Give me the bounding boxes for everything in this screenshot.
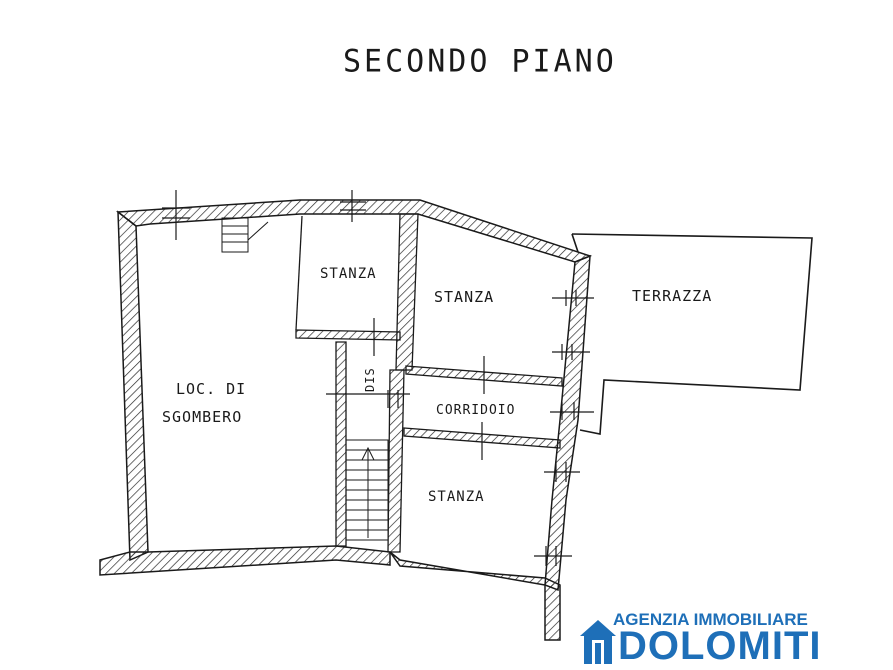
opening-markers bbox=[162, 190, 594, 566]
wall-small-stanza-bottom bbox=[295, 329, 401, 341]
outer-walls bbox=[99, 199, 593, 641]
stairs-dis bbox=[345, 439, 389, 541]
label-loc-line2: SGOMBERO bbox=[162, 408, 242, 426]
label-terrazza: TERRAZZA bbox=[632, 287, 712, 305]
room-labels: LOC. DI SGOMBERO STANZA STANZA TERRAZZA … bbox=[162, 266, 712, 505]
bottom-wall-right bbox=[389, 551, 561, 641]
left-wall bbox=[117, 210, 149, 562]
terrace-outline bbox=[571, 233, 813, 435]
wall-dis-right bbox=[387, 369, 405, 553]
agency-logo: AGENZIA IMMOBILIARE DOLOMITI bbox=[578, 610, 878, 668]
right-wall bbox=[544, 254, 591, 592]
label-loc-line1: LOC. DI bbox=[176, 380, 246, 398]
logo-line1: AGENZIA IMMOBILIARE bbox=[613, 610, 808, 629]
top-wall bbox=[115, 199, 593, 263]
stairs-top bbox=[221, 217, 269, 253]
label-stanza-bottom: STANZA bbox=[428, 489, 485, 505]
house-logo-icon bbox=[580, 620, 616, 664]
label-stanza-top: STANZA bbox=[434, 288, 494, 306]
logo-line2: DOLOMITI bbox=[618, 624, 822, 668]
wall-mid-vertical bbox=[395, 213, 419, 371]
label-dis: DIS bbox=[363, 367, 377, 392]
plan-title: SECONDO PIANO bbox=[343, 43, 617, 80]
small-stanza-outline bbox=[295, 215, 303, 331]
interior-walls bbox=[295, 213, 563, 553]
label-corridoio: CORRIDOIO bbox=[436, 403, 515, 418]
wall-dis-left bbox=[335, 341, 347, 547]
label-stanza-small: STANZA bbox=[320, 266, 377, 282]
